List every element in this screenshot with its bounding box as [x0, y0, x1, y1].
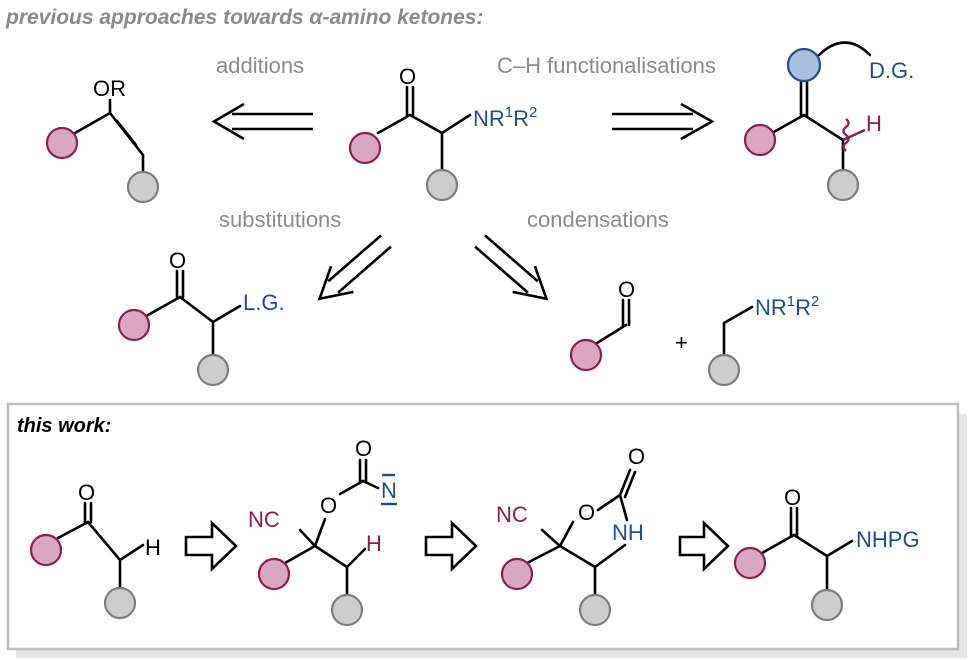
- carbonyl-oxygen-label: O: [628, 444, 645, 469]
- r-group: [126, 170, 160, 204]
- forward-arrow-1: [184, 519, 238, 573]
- anionic-nitrogen-label: N: [381, 478, 397, 503]
- ring-nh-label: NH: [612, 520, 644, 545]
- nitrile-label: NC: [496, 502, 528, 527]
- directing-group-structure: D.G. H: [743, 41, 914, 202]
- carbonyl-oxygen-label: O: [355, 436, 372, 461]
- this-work-heading: this work:: [17, 415, 111, 437]
- aryl-group: [500, 557, 534, 591]
- label-condensations: condensations: [527, 207, 669, 232]
- alpha-hydrogen-label: H: [366, 531, 382, 556]
- r-group: [826, 168, 860, 202]
- protected-amine-label: NHPG: [856, 527, 920, 552]
- forward-arrow-3: [678, 519, 730, 573]
- retro-arrow-additions: [211, 102, 313, 141]
- aryl-group: [29, 533, 63, 567]
- cyanohydrin-carbamate-structure: O O N NC H: [248, 436, 397, 627]
- amine-structure: NR1R2: [707, 293, 819, 387]
- ch-hydrogen-label: H: [866, 111, 882, 136]
- aryl-group: [569, 338, 603, 372]
- ketone-oxygen-label: O: [169, 248, 186, 273]
- this-work-box: [6, 402, 960, 651]
- forward-arrow-2: [424, 519, 478, 573]
- or-label: OR: [93, 76, 126, 101]
- label-ch-functionalisations: C–H functionalisations: [497, 53, 716, 78]
- ester-oxygen-label: O: [320, 493, 337, 518]
- target-alpha-amino-ketone: O NR1R2: [348, 64, 537, 202]
- r-group: [707, 353, 741, 387]
- scheme-title: previous approaches towards α-amino keto…: [5, 6, 483, 29]
- oxazolidinone-structure: O O NH NC: [496, 444, 645, 627]
- aryl-group: [45, 126, 79, 160]
- r-group: [425, 168, 459, 202]
- aryl-group: [117, 308, 151, 342]
- plus-sign: +: [675, 330, 688, 355]
- target-oxygen-label: O: [399, 64, 416, 89]
- ketone-oxygen-label: O: [78, 480, 95, 505]
- retro-arrow-ch: [612, 102, 715, 141]
- retro-arrow-condensations: [474, 234, 549, 301]
- starting-ketone-structure: O H: [29, 480, 161, 620]
- aldehyde-oxygen-label: O: [618, 277, 635, 302]
- r-group: [330, 593, 364, 627]
- r-group: [103, 586, 137, 620]
- target-amine-label: NR1R2: [473, 104, 537, 131]
- ketone-oxygen-label: O: [784, 485, 801, 510]
- directing-group-circle: [786, 47, 822, 83]
- alpha-halo-ketone-structure: O L.G.: [117, 248, 285, 387]
- aryl-group: [733, 546, 767, 580]
- aryl-group: [348, 131, 382, 165]
- enol-ether-structure: OR: [45, 76, 160, 204]
- protected-amino-ketone-structure: O NHPG: [733, 485, 920, 622]
- alpha-hydrogen-label: H: [145, 535, 161, 560]
- label-substitutions: substitutions: [219, 207, 341, 232]
- condensation-amine-label: NR1R2: [755, 293, 819, 320]
- label-additions: additions: [216, 53, 304, 78]
- r-group: [810, 588, 844, 622]
- r-group: [578, 593, 612, 627]
- directing-group-label: D.G.: [869, 58, 914, 83]
- aldehyde-structure: O: [569, 277, 635, 372]
- aryl-group: [257, 557, 291, 591]
- r-group: [196, 353, 230, 387]
- aryl-group: [743, 123, 777, 157]
- leaving-group-label: L.G.: [243, 290, 285, 315]
- nitrile-label: NC: [248, 507, 280, 532]
- retro-arrow-substitutions: [317, 234, 392, 301]
- ring-oxygen-label: O: [578, 500, 595, 525]
